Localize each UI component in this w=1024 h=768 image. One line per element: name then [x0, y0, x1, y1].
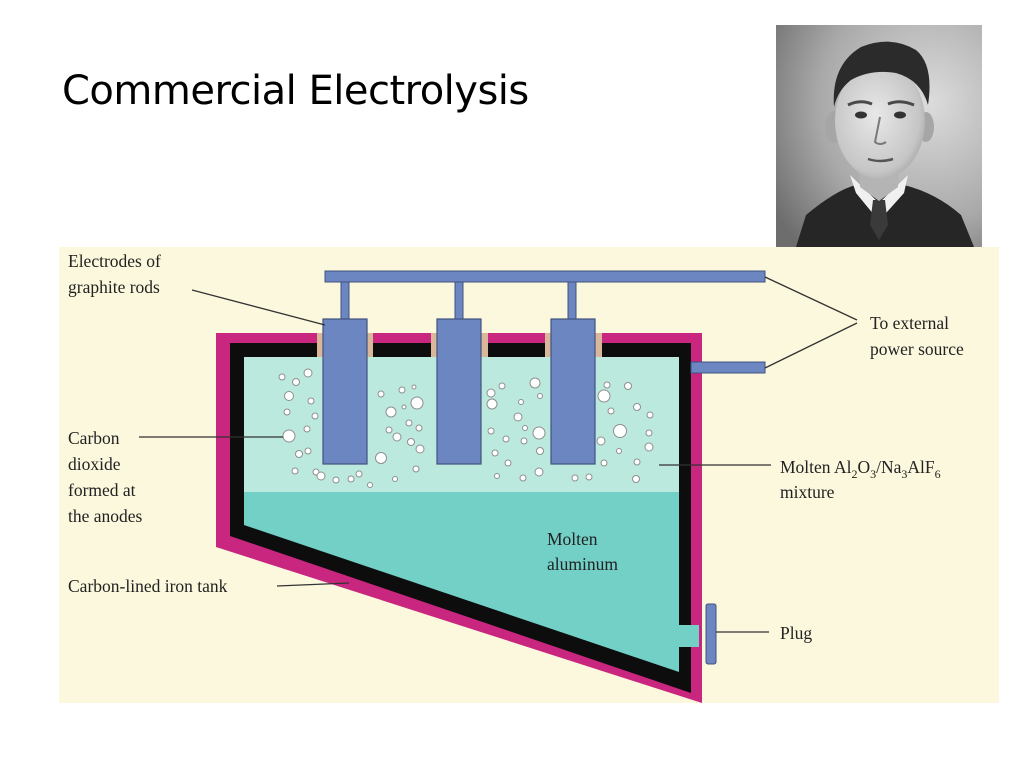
portrait-icon: [776, 25, 982, 247]
label-aluminum-line1: Molten: [547, 529, 598, 549]
graphite-electrode-1: [322, 318, 368, 465]
graphite-electrode-3: [550, 318, 596, 465]
hall-heroult-cell-svg: Electrodes of graphite rods To external …: [59, 247, 999, 703]
label-mixture-line1: Molten Al2O3/Na3AlF6: [780, 457, 941, 481]
label-co2-line4: the anodes: [68, 506, 143, 526]
bus-bar-side: [690, 361, 766, 374]
label-electrodes-line1: Electrodes of: [68, 251, 161, 271]
plug-icon: [705, 603, 717, 665]
slide-title: Commercial Electrolysis: [62, 68, 529, 114]
leader-lines: [139, 276, 858, 633]
label-aluminum-line2: aluminum: [547, 554, 618, 574]
co2-bubbles: [278, 368, 654, 488]
molten-aluminum-layer: [244, 492, 699, 672]
label-mixture-line2: mixture: [780, 482, 835, 502]
label-power-line1: To external: [870, 313, 949, 333]
graphite-electrode-2: [436, 318, 482, 465]
label-power-line2: power source: [870, 339, 964, 359]
label-tank: Carbon-lined iron tank: [68, 576, 228, 596]
label-plug: Plug: [780, 623, 812, 643]
label-co2-line2: dioxide: [68, 454, 121, 474]
label-co2-line3: formed at: [68, 480, 136, 500]
bus-bar-top: [324, 270, 766, 283]
label-co2-line1: Carbon: [68, 428, 120, 448]
label-electrodes-line2: graphite rods: [68, 277, 160, 297]
portrait-photo: [776, 25, 982, 247]
electrolysis-diagram: Electrodes of graphite rods To external …: [59, 247, 999, 703]
